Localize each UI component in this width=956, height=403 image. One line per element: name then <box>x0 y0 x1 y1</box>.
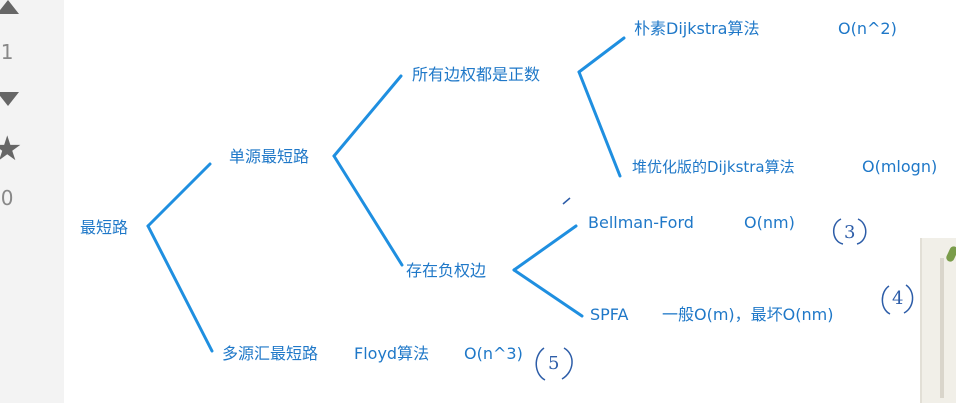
node-bellman-ford: Bellman-Ford <box>588 213 694 232</box>
handwritten-mark-spfa: 4 <box>881 284 914 315</box>
branch-positive-naive <box>577 36 626 74</box>
shortest-path-tree: 最短路 单源最短路 所有边权都是正数 朴素Dijkstra算法 O(n^2) 堆… <box>80 19 937 381</box>
camera-inset <box>920 238 956 403</box>
mark-floyd-label: 5 <box>548 353 559 374</box>
downvote-icon[interactable] <box>0 92 19 106</box>
star-icon[interactable]: ★ <box>0 129 23 169</box>
node-root: 最短路 <box>80 218 128 237</box>
node-floyd: Floyd算法 <box>354 344 429 363</box>
branch-single-positive <box>332 74 403 158</box>
upvote-icon[interactable] <box>0 0 19 14</box>
handwritten-mark-floyd: 5 <box>535 347 573 381</box>
node-spfa: SPFA <box>590 305 629 324</box>
node-multi-source: 多源汇最短路 <box>222 344 318 363</box>
vote-sidebar: 41 ★ 30 <box>0 0 64 403</box>
node-negative-edges: 存在负权边 <box>406 261 486 280</box>
complexity-bellman-ford: O(nm) <box>744 213 795 232</box>
complexity-spfa: 一般O(m)，最坏O(nm) <box>662 305 833 324</box>
mark-bellman-label: 3 <box>844 222 855 243</box>
node-heap-dijkstra: 堆优化版的Dijkstra算法 <box>632 158 795 176</box>
plant-leaf <box>944 245 956 263</box>
complexity-heap-dijkstra: O(mlogn) <box>862 157 937 176</box>
mark-spfa-label: 4 <box>892 288 903 309</box>
node-all-positive: 所有边权都是正数 <box>412 65 540 84</box>
node-single-source: 单源最短路 <box>229 147 309 166</box>
vote-panel: 41 ★ 30 <box>0 0 30 220</box>
branch-positive-heap <box>577 70 622 178</box>
pencil-mark <box>562 197 571 205</box>
branch-single-negative <box>332 154 404 267</box>
favorite-count: 30 <box>0 186 14 210</box>
complexity-naive-dijkstra: O(n^2) <box>838 19 897 38</box>
branch-root-multi <box>146 224 214 353</box>
room-object <box>940 258 944 398</box>
handwritten-mark-bellman: 3 <box>833 218 867 245</box>
branch-root-single <box>146 162 212 228</box>
node-naive-dijkstra: 朴素Dijkstra算法 <box>634 19 759 38</box>
vote-count: 41 <box>0 40 14 64</box>
whiteboard: 最短路 单源最短路 所有边权都是正数 朴素Dijkstra算法 O(n^2) 堆… <box>64 0 956 403</box>
branch-negative-spfa <box>512 268 584 318</box>
complexity-floyd: O(n^3) <box>464 344 523 363</box>
branch-negative-bellman <box>512 224 578 272</box>
